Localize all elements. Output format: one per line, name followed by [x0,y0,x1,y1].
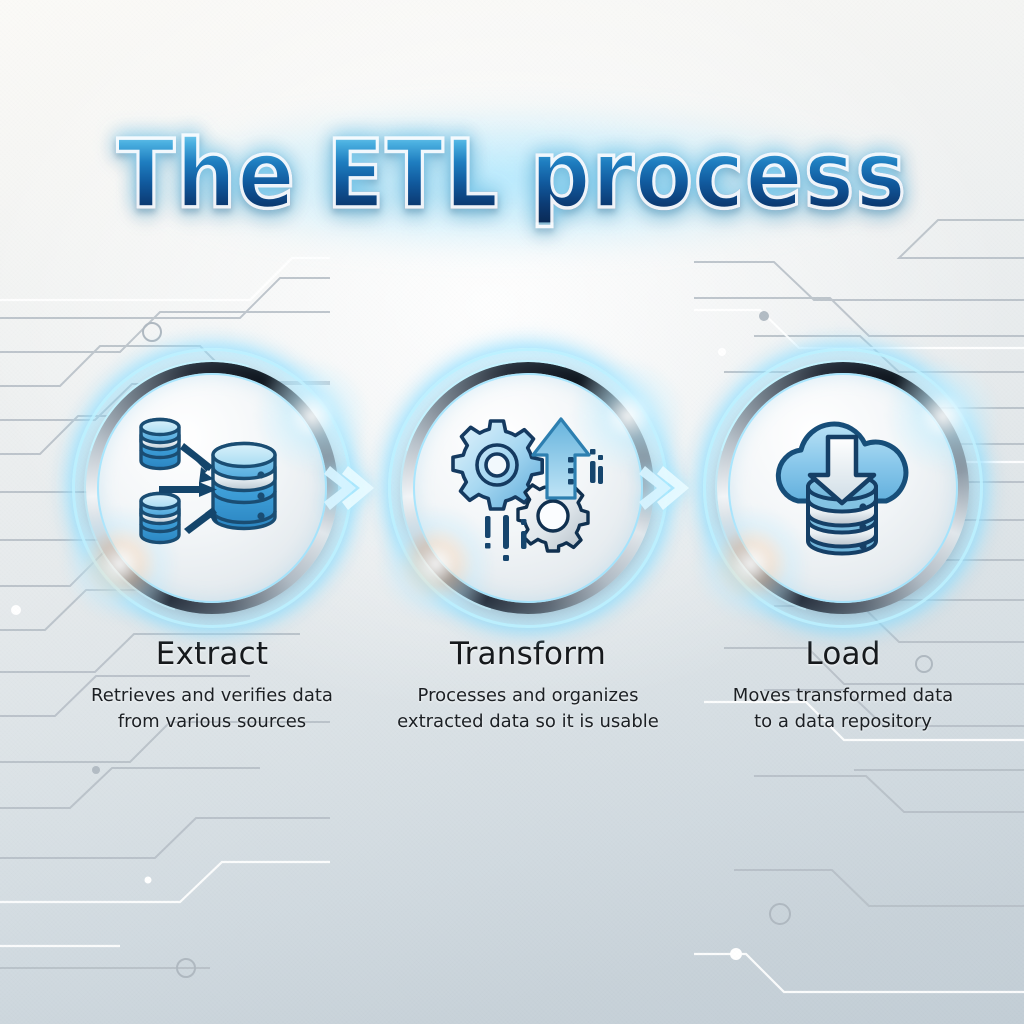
badge-outer-glow-ring [703,348,983,628]
connector-transform-to-load [637,462,695,514]
step-description-transform: Processes and organizes extracted data s… [368,683,688,735]
step-description-load: Moves transformed data to a data reposit… [683,683,1003,735]
etl-steps-row: Extract Retrieves and verifies data from… [0,314,1024,792]
step-description-line-2: extracted data so it is usable [397,711,659,733]
step-description-line-2: to a data repository [754,711,932,733]
step-description-extract: Retrieves and verifies data from various… [52,683,372,735]
etl-step-load[interactable]: Load Moves transformed data to a data re… [669,314,1017,735]
chevron-right-arrow-icon [324,466,374,510]
etl-step-transform[interactable]: Transform Processes and organizes extrac… [354,314,702,735]
connector-extract-to-transform [322,462,380,514]
chevron-right-arrow-icon [639,466,689,510]
badge-lens-flare-bottom-left [376,504,496,624]
gears-with-up-arrow-icon [443,403,613,573]
step-description-line-1: Moves transformed data [732,685,954,706]
transform-badge[interactable] [354,314,702,662]
etl-step-extract[interactable]: Extract Retrieves and verifies data from… [38,314,386,735]
step-description-line-2: from various sources [117,711,307,733]
page-title: The ETL process [0,126,1024,224]
step-description-line-1: Processes and organizes [417,685,639,706]
badge-lens-flare-bottom-left [691,504,811,624]
extract-badge[interactable] [38,314,386,662]
page-title-area: The ETL process [0,105,1024,255]
title-glow [132,105,892,255]
databases-to-database-icon [127,403,297,573]
cloud-download-to-database-icon [758,403,928,573]
load-badge[interactable] [669,314,1017,662]
step-description-line-1: Retrieves and verifies data [91,685,333,706]
